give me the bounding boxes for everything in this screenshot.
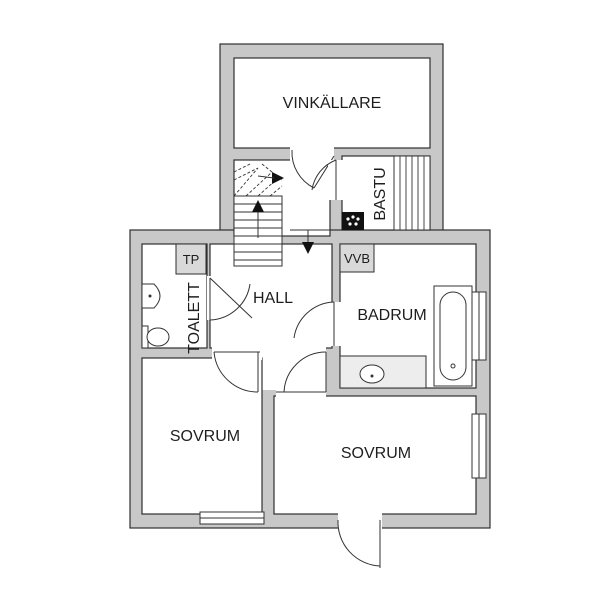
stair-down-arrow: [272, 172, 284, 184]
tp-box: [175, 243, 207, 275]
sauna-benches: [342, 155, 431, 231]
bedroom-right-label: SOVRUM: [341, 445, 411, 462]
hall-label: HALL: [253, 290, 293, 307]
wine-cellar-label: VINKÄLLARE: [283, 94, 382, 112]
windows: [199, 291, 487, 525]
stair-down-arrow-2: [302, 242, 314, 254]
bedroom-right-floor: [273, 395, 477, 515]
bathroom-label: BADRUM: [357, 307, 426, 324]
sauna-label: BASTU: [372, 167, 389, 220]
wine-cellar-floor: [233, 57, 431, 149]
staircase: [233, 163, 330, 267]
bedroom-left-floor: [141, 357, 263, 515]
toilet-label: TOALETT: [186, 282, 203, 354]
vvb-label: VVB: [344, 251, 370, 266]
toilet-icon: [146, 327, 170, 347]
doors: [207, 146, 382, 568]
bedroom-left-label: SOVRUM: [170, 428, 240, 445]
room-labels: VINKÄLLARE BASTU TOALETT HALL BADRUM SOV…: [170, 94, 427, 462]
sauna-heater-icon: [342, 212, 364, 230]
sink-icon: [359, 364, 385, 384]
bathroom-fixtures: [339, 243, 473, 389]
tp-label: TP: [183, 252, 200, 267]
water-heater-box: [339, 243, 375, 273]
toilet-fixtures: [141, 243, 207, 349]
